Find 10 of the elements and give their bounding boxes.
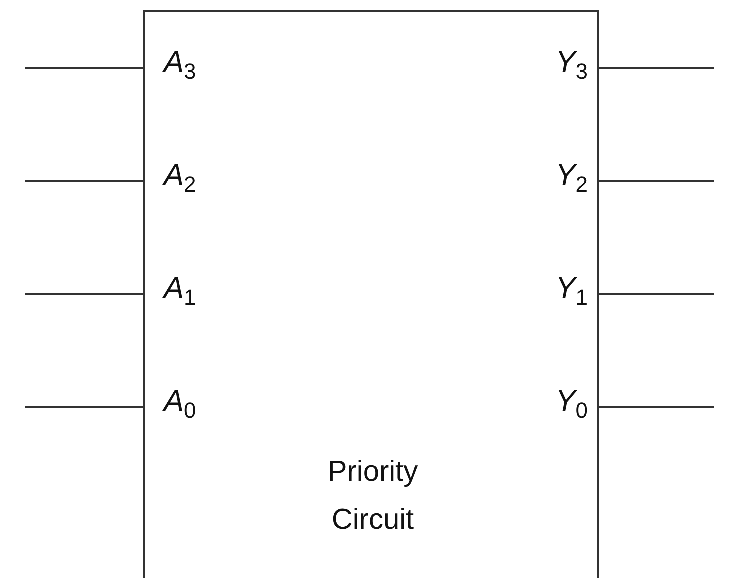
- signal-name: A$_{2}$: [164, 161, 196, 196]
- signal-name: Y$_{1}$: [556, 274, 588, 309]
- block-title: Priority Circuit: [326, 455, 420, 538]
- signal-name: Y$_{0}$: [556, 387, 588, 422]
- circuit-block: [143, 10, 599, 578]
- signal-name: Y$_{2}$: [556, 161, 588, 196]
- signal-name: Y$_{3}$: [556, 48, 588, 83]
- signal-name: A$_{3}$: [164, 48, 196, 83]
- signal-name: A$_{1}$: [164, 274, 196, 309]
- signal-name: A$_{0}$: [164, 387, 196, 422]
